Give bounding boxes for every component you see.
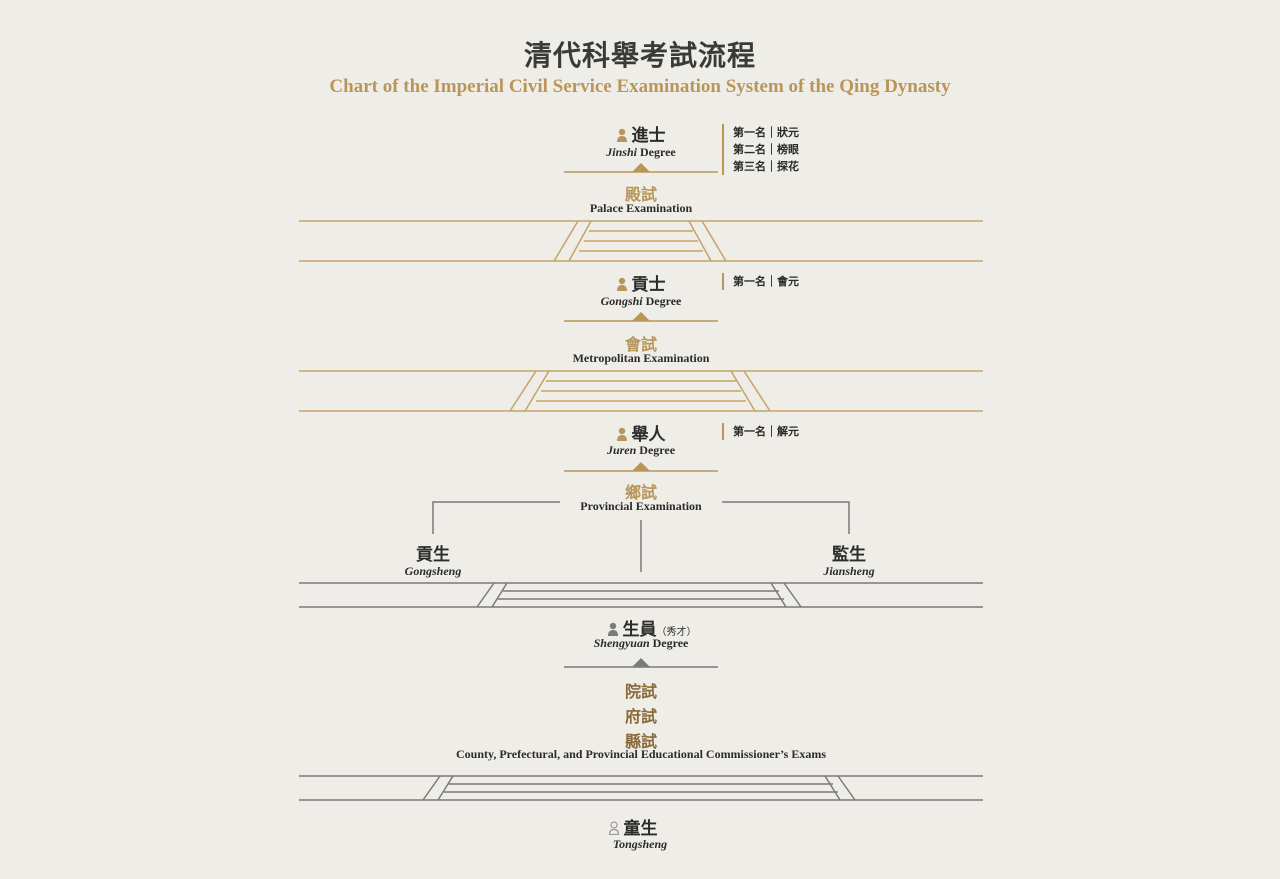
metropolitan-exam-en: Metropolitan Examination (572, 351, 710, 365)
local-exam-zh-1: 院試 (624, 682, 658, 701)
tongsheng-node: 童生 (608, 814, 658, 839)
gongsheng-english: Gongsheng (404, 564, 462, 578)
juren-node: 舉人 (617, 420, 666, 445)
person-icon (608, 621, 619, 640)
juren-ranks: 第一名｜解元 (722, 423, 799, 440)
shengyuan-label: 生員 (622, 620, 657, 640)
metropolitan-exam-zh: 會試 (624, 335, 658, 354)
jinshi-label: 進士 (631, 126, 666, 146)
jinshi-ranks: 第一名｜狀元 第二名｜榜眼 第三名｜探花 (722, 124, 799, 175)
metropolitan-steps (299, 370, 983, 412)
palace-steps (299, 220, 983, 262)
gongshi-english: Gongshi Degree (600, 294, 682, 308)
shengyuan-node: 生員（秀才） (608, 615, 697, 640)
local-exam-zh-2: 府試 (624, 707, 658, 726)
gongshi-node: 貢士 (617, 270, 666, 295)
palace-exam-en: Palace Examination (589, 201, 693, 215)
person-icon (617, 127, 628, 146)
juren-english: Juren Degree (606, 443, 676, 457)
palace-exam-zh: 殿試 (624, 185, 658, 204)
rank-item: 第一名｜解元 (733, 425, 799, 438)
person-icon (617, 276, 628, 295)
rank-item: 第三名｜探花 (733, 160, 799, 173)
juren-label: 舉人 (631, 425, 666, 445)
provincial-connectors (432, 501, 850, 572)
provincial-exam-zh: 鄉試 (624, 483, 658, 502)
jiansheng-english: Jiansheng (823, 564, 875, 578)
tongsheng-label: 童生 (623, 819, 658, 839)
page-title-en: Chart of the Imperial Civil Service Exam… (329, 76, 951, 97)
tongsheng-steps (299, 775, 983, 801)
shengyuan-note: （秀才） (656, 627, 697, 638)
rank-item: 第一名｜狀元 (733, 126, 799, 139)
local-exam-zh-3: 縣試 (624, 732, 658, 751)
tongsheng-english: Tongsheng (612, 837, 668, 851)
shengyuan-steps (299, 582, 983, 608)
jiansheng-label: 監生 (832, 545, 866, 565)
jinshi-english: Jinshi Degree (606, 145, 676, 159)
shengyuan-english: Shengyuan Degree (593, 636, 689, 650)
gongshi-label: 貢士 (631, 275, 666, 295)
page-title-zh: 清代科舉考試流程 (523, 39, 757, 72)
provincial-exam-en: Provincial Examination (580, 499, 702, 513)
gongshi-ranks: 第一名｜會元 (722, 273, 799, 290)
rank-item: 第一名｜會元 (733, 275, 799, 288)
gongsheng-label: 貢生 (416, 545, 450, 565)
person-outline-icon (608, 820, 620, 839)
rank-item: 第二名｜榜眼 (733, 143, 799, 156)
jinshi-node: 進士 (617, 121, 666, 146)
local-exam-en: County, Prefectural, and Provincial Educ… (456, 747, 826, 761)
person-icon (617, 426, 628, 445)
